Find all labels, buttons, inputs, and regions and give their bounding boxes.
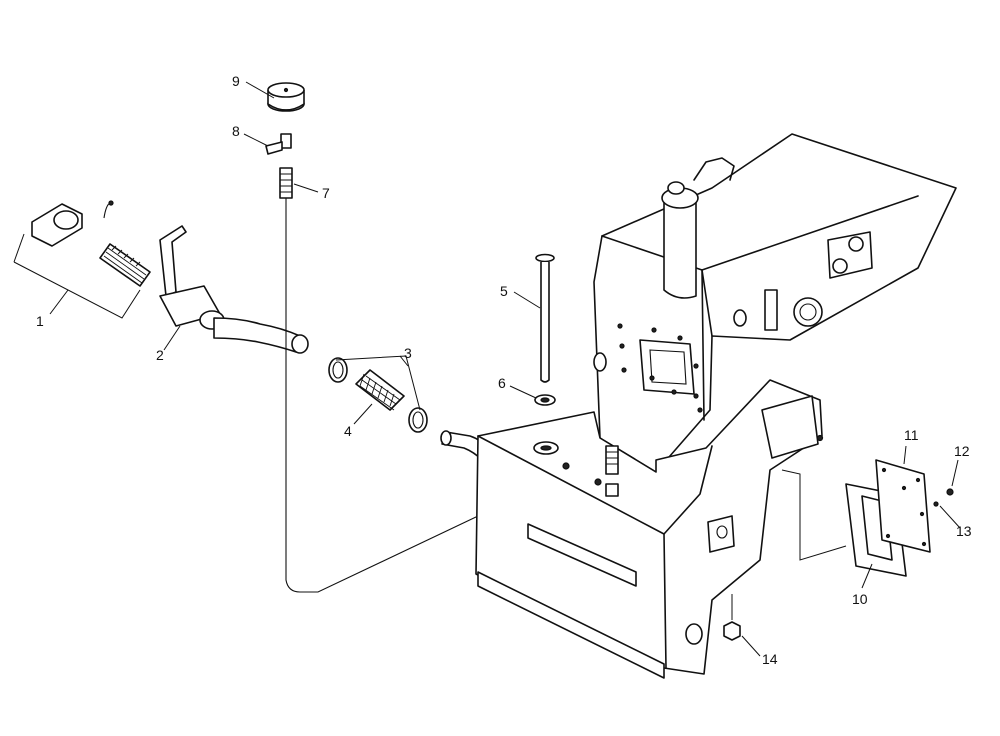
part-6-washer (534, 394, 556, 406)
callout-3: 3 (404, 345, 412, 361)
callout-14: 14 (762, 651, 778, 667)
part-2-exhaust-muffler (159, 225, 309, 354)
callout-2: 2 (156, 347, 164, 363)
part-9-cap (267, 82, 305, 112)
plate-alignment-line (781, 469, 847, 561)
part-5-dipstick (535, 253, 555, 383)
callout-labels: 1 2 3 4 5 6 7 8 9 10 11 12 13 14 (36, 73, 972, 667)
part-13-washer (933, 501, 939, 507)
callout-13: 13 (956, 523, 972, 539)
callout-1: 1 (36, 313, 44, 329)
callout-4: 4 (344, 423, 352, 439)
hydraulic-tank-assembly (475, 133, 957, 679)
part-7-fitting (279, 167, 293, 199)
callout-10: 10 (852, 591, 868, 607)
callout-7: 7 (322, 185, 330, 201)
part-8-valve (265, 133, 292, 155)
callout-5: 5 (500, 283, 508, 299)
callout-8: 8 (232, 123, 240, 139)
part-11-cover-plate (875, 459, 931, 553)
callout-12: 12 (954, 443, 970, 459)
drain-line (285, 198, 597, 593)
callout-6: 6 (498, 375, 506, 391)
part-12-bolt (946, 488, 954, 496)
part-1-clamp-and-filter (13, 200, 151, 319)
callout-11: 11 (904, 427, 919, 443)
part-3-hose-clamps (328, 355, 428, 433)
part-14-drain-plug (723, 594, 741, 641)
callout-9: 9 (232, 73, 240, 89)
leader-lines (49, 81, 961, 657)
part-4-filter-element (355, 369, 405, 411)
